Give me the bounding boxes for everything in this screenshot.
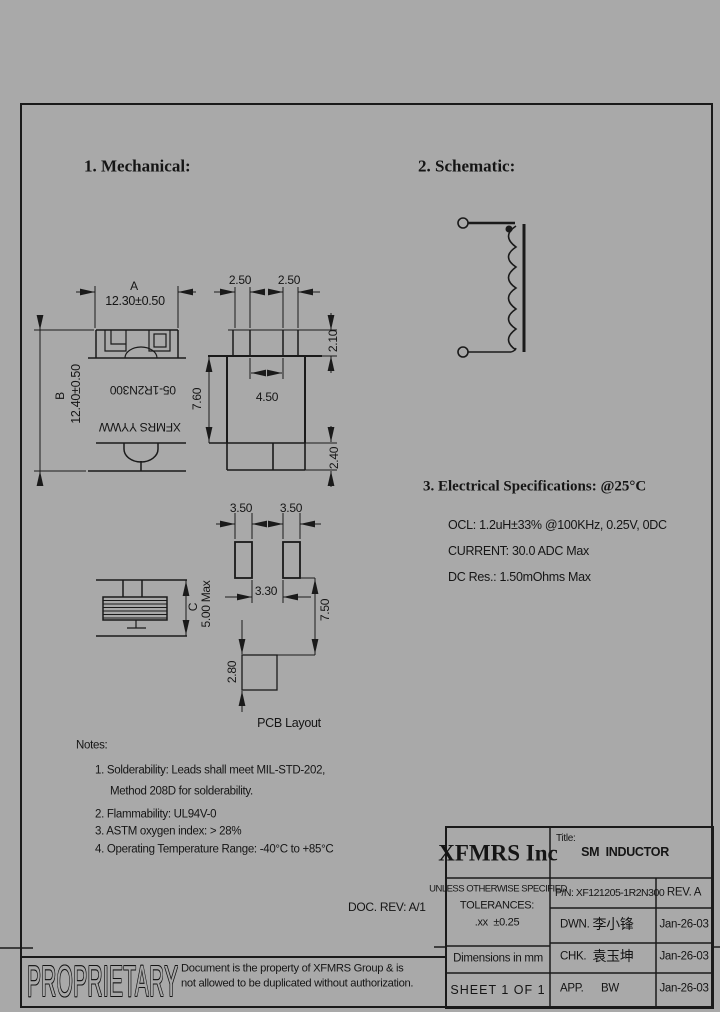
dim-pin-pitch-left: 2.50 — [228, 273, 252, 287]
note-4: 4. Operating Temperature Range: -40°C to… — [95, 843, 334, 856]
notes-title: Notes: — [76, 739, 108, 752]
app-signature: BW — [601, 982, 619, 995]
dwn-date: Jan-26-03 — [659, 918, 709, 931]
proprietary-word: PROPRIETARY — [27, 957, 179, 1006]
note-1-line2: Method 208D for solderability. — [110, 785, 253, 798]
title-label: Title: — [556, 833, 576, 844]
dwn-label: DWN. — [560, 918, 590, 931]
doc-rev: DOC. REV: A/1 — [348, 900, 426, 914]
dim-pin-pitch-right: 2.50 — [277, 273, 301, 287]
mechanical-heading: 1. Mechanical: — [84, 156, 191, 176]
dim-b-letter: B — [53, 392, 67, 400]
dim-body-height: 7.60 — [190, 387, 204, 411]
sheet-border — [20, 103, 713, 1008]
drawing-title: SM INDUCTOR — [581, 844, 669, 859]
app-date: Jan-26-03 — [659, 982, 709, 995]
spec-ocl: OCL: 1.2uH±33% @100KHz, 0.25V, 0DC — [448, 517, 667, 532]
tolerances-label: TOLERANCES: — [459, 899, 535, 912]
dim-pin-height: 2.10 — [326, 329, 340, 353]
dim-a-value: 12.30±0.50 — [105, 293, 165, 308]
spec-current: CURRENT: 30.0 ADC Max — [448, 543, 589, 558]
dim-inner-pitch-lines — [249, 358, 284, 379]
top-view-drawing — [88, 329, 186, 472]
pcb-layout-drawing — [216, 513, 321, 712]
proprietary-box — [20, 956, 447, 1008]
dim-c-letter: C — [186, 602, 200, 612]
proprietary-line2: not allowed to be duplicated without aut… — [181, 977, 414, 990]
company-name: XFMRS Inc — [438, 840, 558, 866]
electrical-heading: 3. Electrical Specifications: @25°C — [423, 478, 647, 495]
dim-pad-gap: 3.30 — [254, 584, 278, 598]
proprietary-line1: Document is the property of XFMRS Group … — [181, 962, 404, 975]
dim-pad-span: 7.50 — [318, 598, 332, 622]
dim-pin-height-lines — [318, 313, 337, 373]
dim-c-value: 5.00 Max — [199, 580, 213, 628]
title-block-grid — [445, 826, 714, 1009]
dim-inner-pitch: 4.50 — [255, 390, 279, 404]
front-view-drawing — [208, 329, 322, 471]
dim-pad-width-right: 3.50 — [279, 501, 303, 515]
note-2: 2. Flammability: UL94V-0 — [95, 808, 217, 821]
chk-date: Jan-26-03 — [659, 950, 709, 963]
dim-base-height-lines — [305, 426, 337, 487]
chk-signature: 袁玉坤 — [592, 948, 634, 964]
note-1-line1: 1. Solderability: Leads shall meet MIL-S… — [95, 764, 326, 777]
dwn-signature: 李小锋 — [592, 916, 634, 932]
chk-label: CHK. — [560, 950, 587, 963]
unless-otherwise-note: UNLESS OTHERWISE SPECIFIED — [429, 883, 567, 895]
dim-base-height: 2.40 — [327, 446, 341, 470]
fold-tick-marks — [0, 946, 720, 949]
side-view-drawing — [96, 579, 187, 637]
dim-a-letter: A — [130, 279, 138, 293]
sheet-number: SHEET 1 OF 1 — [450, 982, 546, 997]
dim-b-value: 12.40±0.50 — [68, 364, 83, 424]
dim-courtyard: 2.80 — [225, 660, 239, 684]
tolerance-value: .xx ±0.25 — [474, 916, 520, 929]
polarity-dot — [505, 225, 513, 233]
dimensions-note: Dimensions in mm — [453, 952, 543, 965]
spec-dcr: DC Res.: 1.50mOhms Max — [448, 569, 591, 584]
note-3: 3. ASTM oxygen index: > 28% — [95, 825, 242, 838]
pcb-layout-label: PCB Layout — [257, 715, 321, 730]
dim-b-lines — [34, 315, 94, 486]
inductor-schematic-symbol — [457, 217, 526, 358]
dim-a-lines — [76, 286, 196, 328]
schematic-heading: 2. Schematic: — [418, 156, 516, 176]
rev-label: REV. A — [666, 886, 702, 899]
dim-pad-width-left: 3.50 — [229, 501, 253, 515]
part-marking-line2: XFMRS YYWW — [99, 420, 181, 434]
part-marking-line1: 05-1R2N300 — [109, 383, 177, 397]
dim-pin-pitch-lines — [214, 287, 320, 328]
app-label: APP. — [560, 982, 584, 995]
part-number: P/N: XF121205-1R2N300 — [555, 886, 665, 899]
